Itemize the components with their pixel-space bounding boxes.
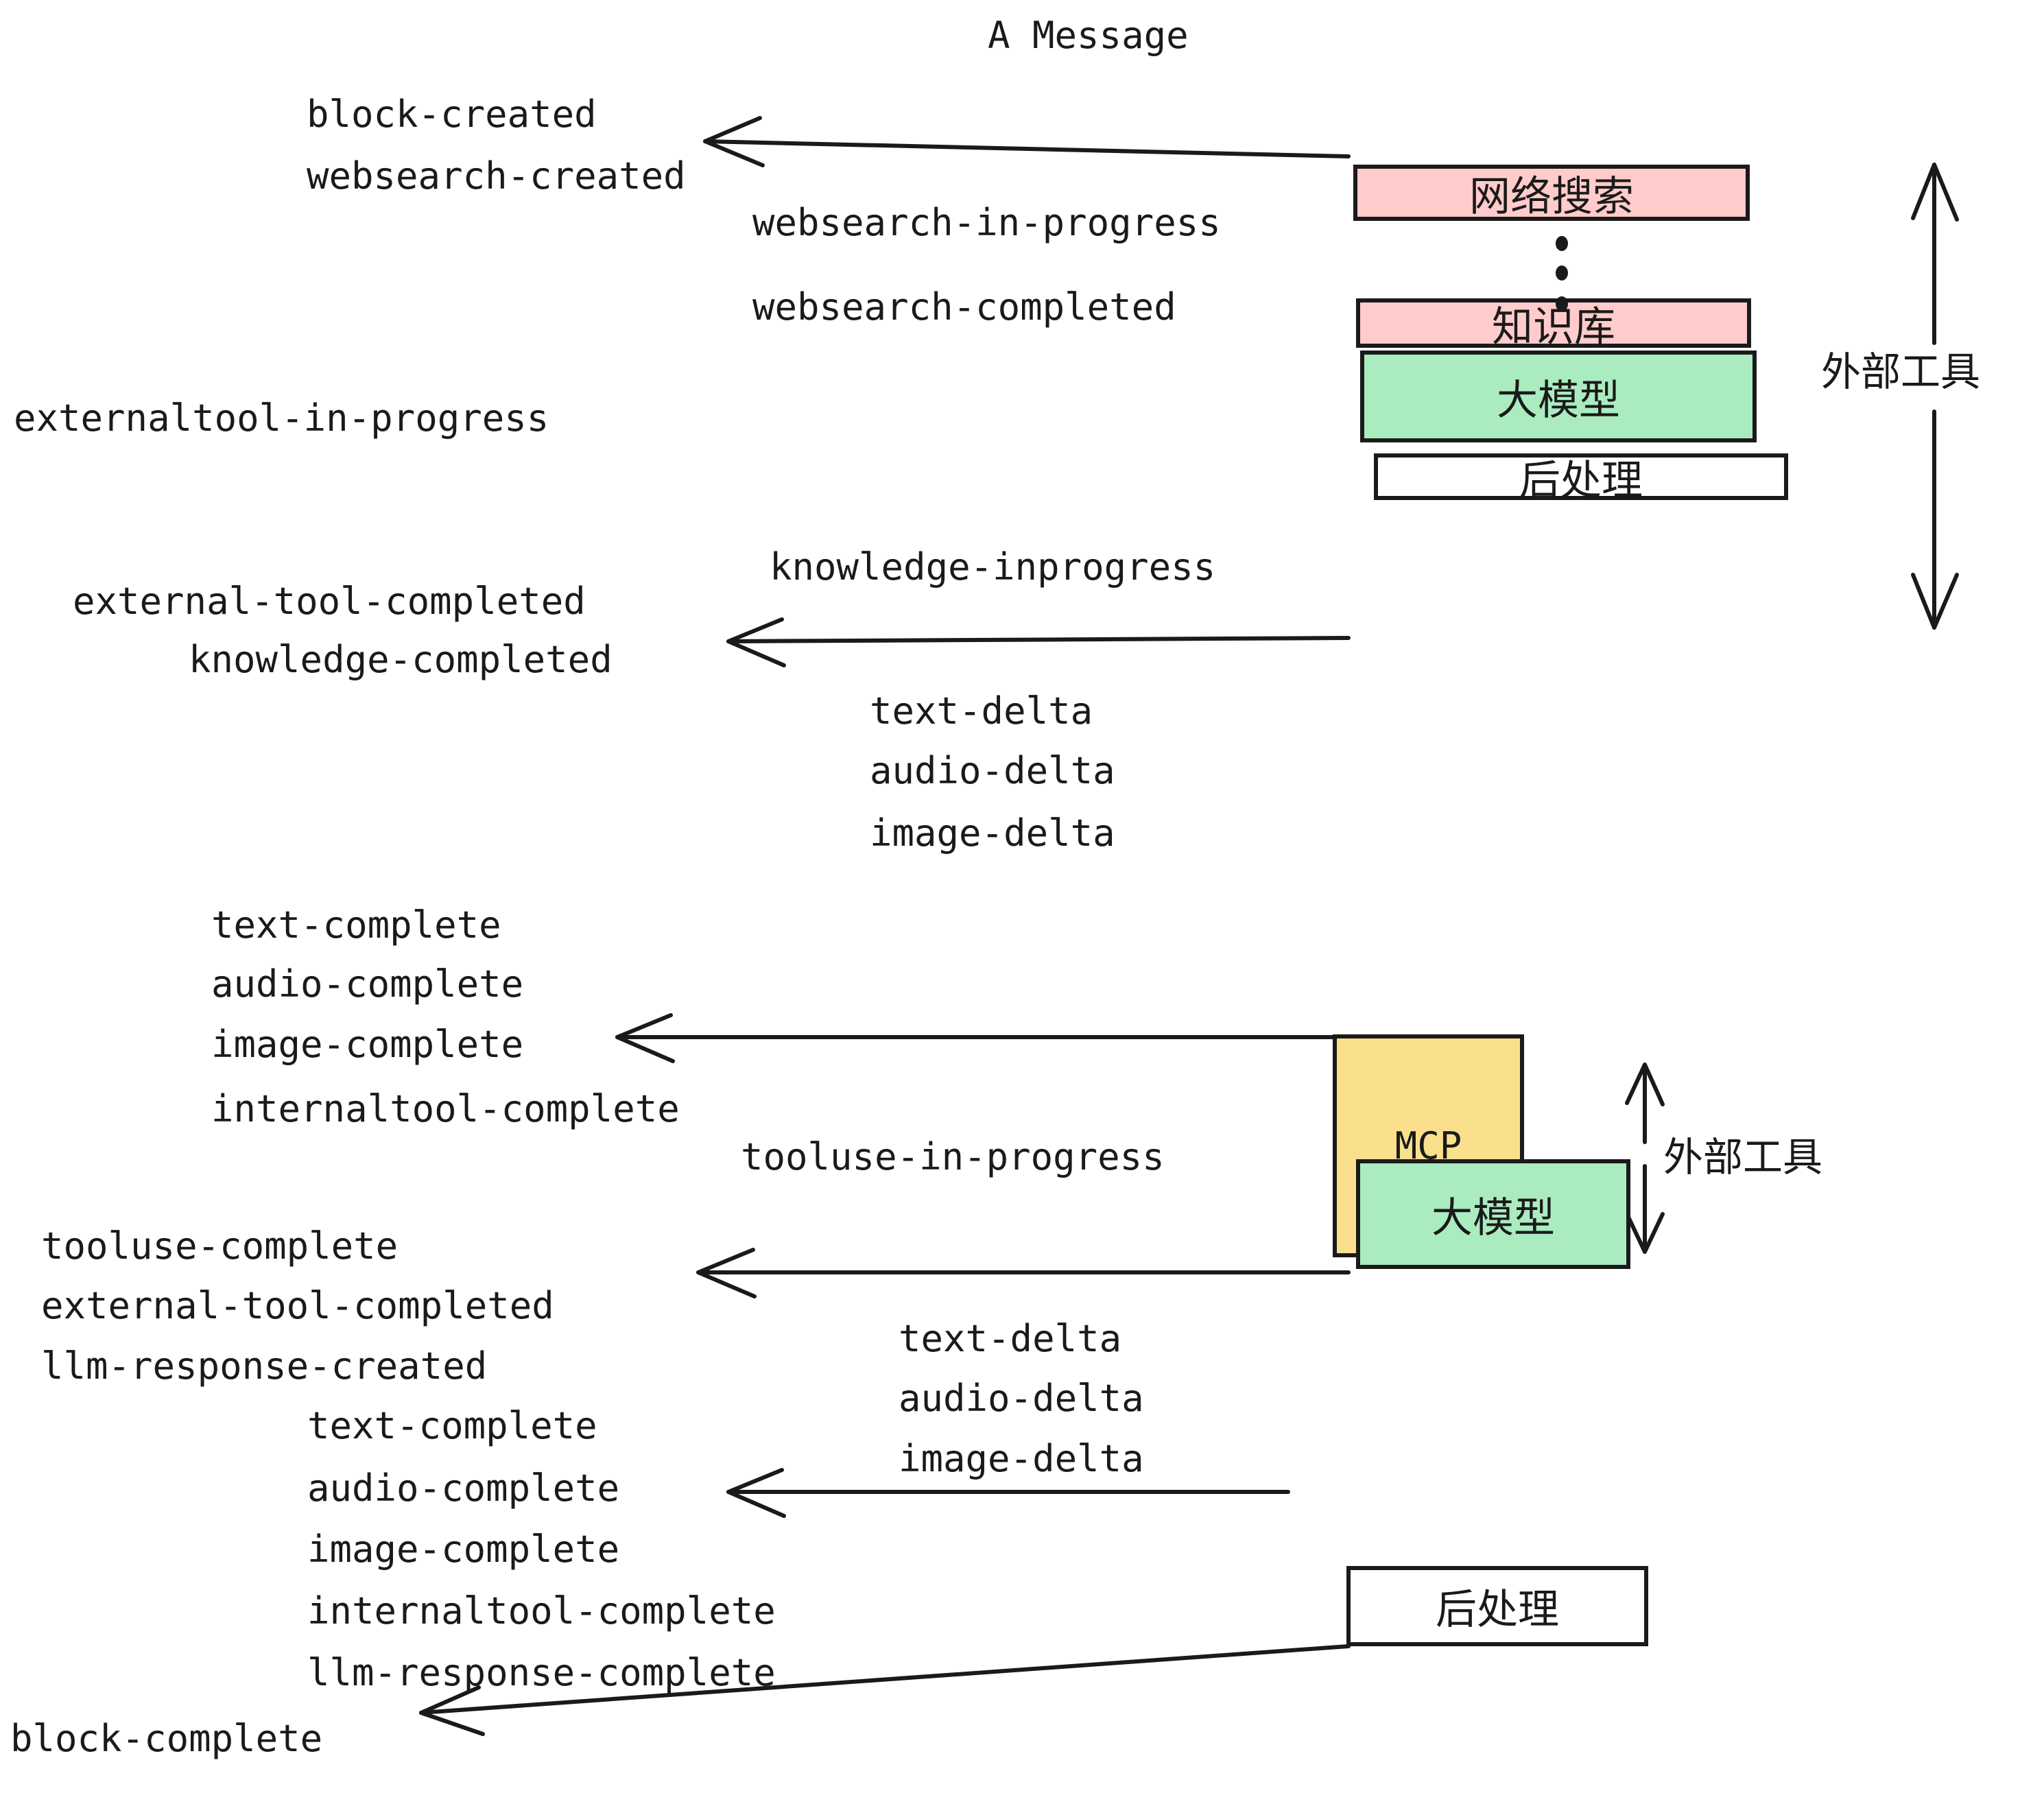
box-websearch: 网络搜索 xyxy=(1353,165,1750,221)
label-llm-response-created: llm-response-created xyxy=(41,1344,488,1388)
label-text-complete-1: text-complete xyxy=(211,903,501,947)
box-llm-second: 大模型 xyxy=(1356,1159,1630,1269)
label-knowledge-completed: knowledge-completed xyxy=(189,638,613,681)
box-postprocess-first-label: 后处理 xyxy=(1519,456,1643,505)
diagram-title: A Message xyxy=(988,14,1189,57)
box-knowledge: 知识库 xyxy=(1356,298,1751,351)
ellipsis-dot-1 xyxy=(1556,236,1568,251)
arrow-websearch-to-blockcreated xyxy=(703,116,1351,167)
label-audio-delta-2: audio-delta xyxy=(899,1377,1144,1420)
label-knowledge-inprogress: knowledge-inprogress xyxy=(770,545,1216,589)
box-postprocess-second-label: 后处理 xyxy=(1436,1586,1559,1634)
label-internaltool-complete-1: internaltool-complete xyxy=(211,1087,680,1130)
box-knowledge-label: 知识库 xyxy=(1492,302,1615,351)
label-image-complete-2: image-complete xyxy=(307,1528,620,1571)
arrow-knowledge-to-completed xyxy=(726,617,1351,667)
label-audio-complete-2: audio-complete xyxy=(307,1467,620,1510)
label-websearch-completed: websearch-completed xyxy=(752,285,1176,329)
box-llm-second-label: 大模型 xyxy=(1431,1194,1555,1242)
box-websearch-label: 网络搜索 xyxy=(1469,172,1634,221)
label-text-complete-2: text-complete xyxy=(307,1404,597,1447)
label-image-complete-1: image-complete xyxy=(211,1023,524,1066)
label-tooluse-complete: tooluse-complete xyxy=(41,1224,399,1268)
label-block-complete: block-complete xyxy=(10,1717,323,1760)
ellipsis-dot-2 xyxy=(1556,265,1568,281)
label-external-tools-bottom: 外部工具 xyxy=(1663,1134,1823,1180)
label-text-delta-2: text-delta xyxy=(899,1317,1122,1360)
label-audio-delta-1: audio-delta xyxy=(870,749,1115,792)
arrow-post1-to-imagecomplete xyxy=(615,1013,1351,1063)
label-tooluse-in-progress: tooluse-in-progress xyxy=(741,1135,1165,1178)
arrow-mcp-to-toolusecomplete xyxy=(696,1248,1351,1298)
label-block-created: block-created xyxy=(307,93,597,136)
box-llm-first: 大模型 xyxy=(1360,351,1757,442)
box-postprocess-first: 后处理 xyxy=(1374,453,1788,505)
external-tools-bracket-bottom xyxy=(1625,1063,1665,1254)
label-external-tools-top: 外部工具 xyxy=(1821,348,1981,395)
label-llm-response-complete: llm-response-complete xyxy=(307,1651,776,1694)
box-llm-first-label: 大模型 xyxy=(1497,376,1620,425)
label-external-tool-completed-1: external-tool-completed xyxy=(73,580,586,623)
label-image-delta-2: image-delta xyxy=(899,1437,1144,1480)
label-audio-complete-1: audio-complete xyxy=(211,962,524,1006)
label-external-tool-completed-2: external-tool-completed xyxy=(41,1284,554,1327)
label-text-delta-1: text-delta xyxy=(870,689,1093,733)
label-externaltool-in-progress: externaltool-in-progress xyxy=(14,396,549,440)
label-websearch-in-progress: websearch-in-progress xyxy=(752,201,1221,244)
label-image-delta-1: image-delta xyxy=(870,811,1115,855)
box-postprocess-second: 后处理 xyxy=(1346,1566,1648,1646)
ellipsis-dot-3 xyxy=(1556,296,1568,311)
label-internaltool-complete-2: internaltool-complete xyxy=(307,1589,776,1633)
label-websearch-created: websearch-created xyxy=(307,154,686,198)
